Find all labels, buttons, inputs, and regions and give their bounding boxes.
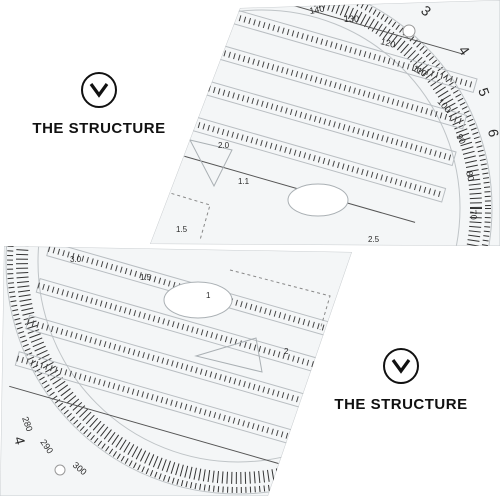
scale-label: 2 [284,347,289,356]
arc-number: 70 [468,209,479,220]
scale-label: 3.0 [70,255,82,264]
arc-number: 90 [454,132,468,146]
arc-number: 130 [344,14,359,24]
protractor-arc-top [150,0,493,246]
scale-strips-top [184,0,478,223]
scale-label: 1 [206,291,211,300]
edge-number: 6 [485,128,500,139]
arc-number: 120 [379,36,396,50]
caption-structure-top: THE STRUCTURE [24,72,174,137]
ruler-top [150,0,500,246]
edge-number: 4 [11,435,29,447]
scale-label: 2.0 [218,141,230,150]
scale-label: 1.5 [140,273,152,282]
chevron-down-circle-icon [383,348,419,384]
arc-number: 140 [309,4,326,16]
caption-text: THE STRUCTURE [334,396,468,413]
arc-number: 280 [20,415,35,433]
chevron-down-circle-icon [81,72,117,108]
scale-label: 1.5 [176,225,188,234]
scale-label: 2.5 [368,235,380,244]
scale-label: 1.1 [238,177,250,186]
arc-number: 80 [464,170,476,182]
caption-structure-bottom: THE STRUCTURE [326,348,476,413]
protractor-arc-bottom [5,246,352,495]
caption-text: THE STRUCTURE [32,120,166,137]
